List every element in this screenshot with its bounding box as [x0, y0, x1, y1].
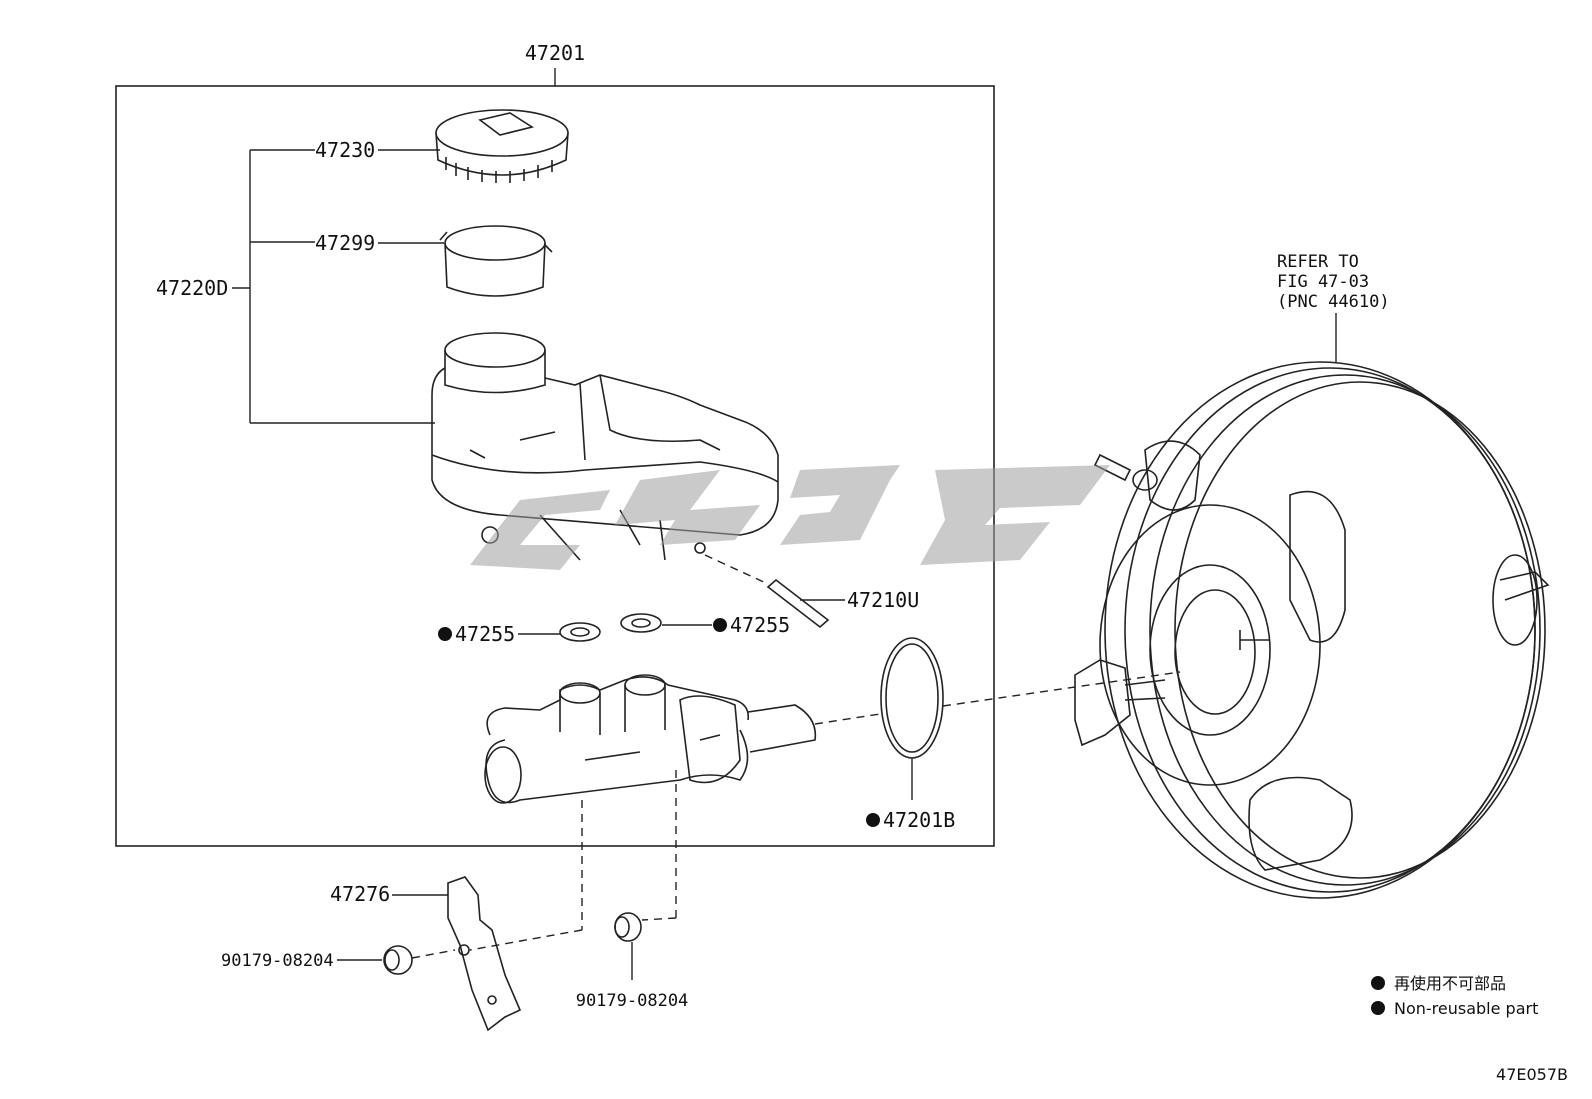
- non-reusable-dot-right: [713, 618, 727, 632]
- booster-sensor: [1074, 659, 1166, 747]
- legend-text-english: Non-reusable part: [1394, 999, 1538, 1018]
- nut-left: [383, 945, 413, 975]
- label-47210U: 47210U: [847, 588, 919, 612]
- o-ring: [880, 637, 944, 759]
- master-cylinder: [484, 674, 817, 804]
- mounting-bracket: [447, 876, 522, 1032]
- label-47201: 47201: [525, 41, 585, 65]
- refer-note-line-1: REFER TO: [1277, 252, 1359, 272]
- assembly-frame: [115, 85, 995, 847]
- label-nut-left: 90179-08204: [221, 951, 334, 971]
- label-47255-left: 47255: [455, 622, 515, 646]
- legend-text-japanese: 再使用不可部品: [1394, 974, 1506, 993]
- watermark-logo: [470, 465, 1110, 570]
- reservoir-strainer: [439, 225, 553, 297]
- brake-booster: [1099, 361, 1550, 899]
- non-reusable-dot-o-ring: [866, 813, 880, 827]
- grommet-left: [559, 622, 601, 642]
- vacuum-check-valve: [1093, 453, 1158, 491]
- refer-note-line-2: FIG 47-03: [1277, 272, 1369, 292]
- label-47276: 47276: [330, 882, 390, 906]
- label-47220D: 47220D: [156, 276, 228, 300]
- label-47230: 47230: [315, 138, 375, 162]
- reservoir-pin: [766, 578, 830, 629]
- legend-dot-japanese: [1371, 976, 1385, 990]
- label-47201B: 47201B: [883, 808, 955, 832]
- figure-code: 47E057B: [1496, 1065, 1568, 1084]
- label-47255-right: 47255: [730, 613, 790, 637]
- non-reusable-dot-left: [438, 627, 452, 641]
- grommet-right: [620, 613, 662, 633]
- refer-note-line-3: (PNC 44610): [1277, 292, 1390, 312]
- label-nut-bottom: 90179-08204: [576, 991, 689, 1011]
- label-47299: 47299: [315, 231, 375, 255]
- legend-dot-english: [1371, 1001, 1385, 1015]
- reservoir-cap: [435, 109, 569, 183]
- nut-bottom: [614, 912, 642, 942]
